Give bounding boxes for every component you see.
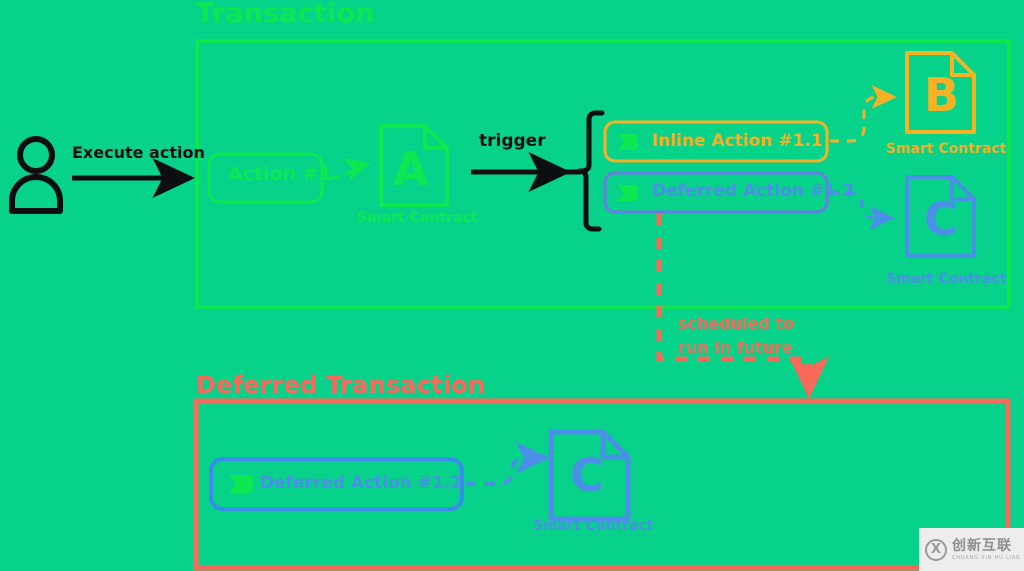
contract-c-letter: C	[924, 192, 958, 246]
watermark: X 创新互联 CHUANG XIN HU LIAN	[919, 528, 1024, 571]
contract-b-letter: B	[924, 68, 960, 122]
deferred-action-bottom-bolt-icon	[229, 475, 253, 493]
smart-contract-b-label: Smart Contract	[886, 141, 1007, 157]
smart-contract-a-icon	[379, 124, 449, 207]
watermark-pinyin: CHUANG XIN HU LIAN	[952, 554, 1021, 561]
deferred-transaction-container	[193, 398, 1011, 571]
action-1-label: Action #1	[228, 163, 332, 185]
trigger-label: trigger	[479, 131, 546, 151]
execute-action-label: Execute action	[72, 143, 205, 162]
inline-action-to-contract-b-arrow	[830, 85, 897, 143]
watermark-chinese: 创新互联	[952, 537, 1012, 554]
deferred-action-inline-box[interactable]	[603, 171, 829, 214]
smart-contract-c-icon	[905, 175, 976, 258]
schedule-note-line-2: run in future	[678, 338, 793, 357]
smart-contract-a-label: Smart Contract	[357, 210, 478, 226]
deferred-action-inline-label: Deferred Action #1.2	[652, 181, 855, 201]
smart-contract-b-icon	[905, 51, 976, 134]
user-icon	[9, 136, 63, 214]
deferred-action-bottom-box[interactable]	[209, 457, 464, 511]
watermark-text: 创新互联 CHUANG XIN HU LIAN	[952, 539, 1021, 561]
smart-contract-c2-label: Smart Contract	[533, 518, 654, 534]
inline-action-box[interactable]	[603, 120, 829, 163]
transaction-container	[195, 39, 1011, 309]
smart-contract-c2-icon	[548, 429, 631, 522]
contract-c2-letter: C	[570, 448, 604, 502]
branch-brace	[563, 110, 605, 232]
transaction-title: Transaction	[196, 0, 375, 29]
schedule-note-line-1: scheduled to	[678, 314, 795, 333]
contract-a-letter: A	[393, 142, 429, 196]
deferred-action-bottom-label: Deferred Action #1.2	[260, 473, 463, 493]
action-1-to-contract-a-arrow	[329, 157, 371, 182]
deferred-action-bottom-to-contract-c-arrow	[466, 442, 550, 486]
inline-action-label: Inline Action #1.1	[652, 131, 823, 151]
action-1-box[interactable]	[207, 152, 324, 204]
deferred-action-bolt-icon	[618, 185, 638, 201]
deferred-action-to-contract-c-arrow	[830, 190, 895, 230]
schedule-path	[656, 214, 829, 399]
smart-contract-c-label: Smart Contract	[886, 271, 1007, 287]
watermark-logo-icon: X	[925, 538, 947, 561]
inline-action-bolt-icon	[618, 134, 638, 150]
deferred-transaction-title: Deferred Transaction	[196, 371, 486, 399]
